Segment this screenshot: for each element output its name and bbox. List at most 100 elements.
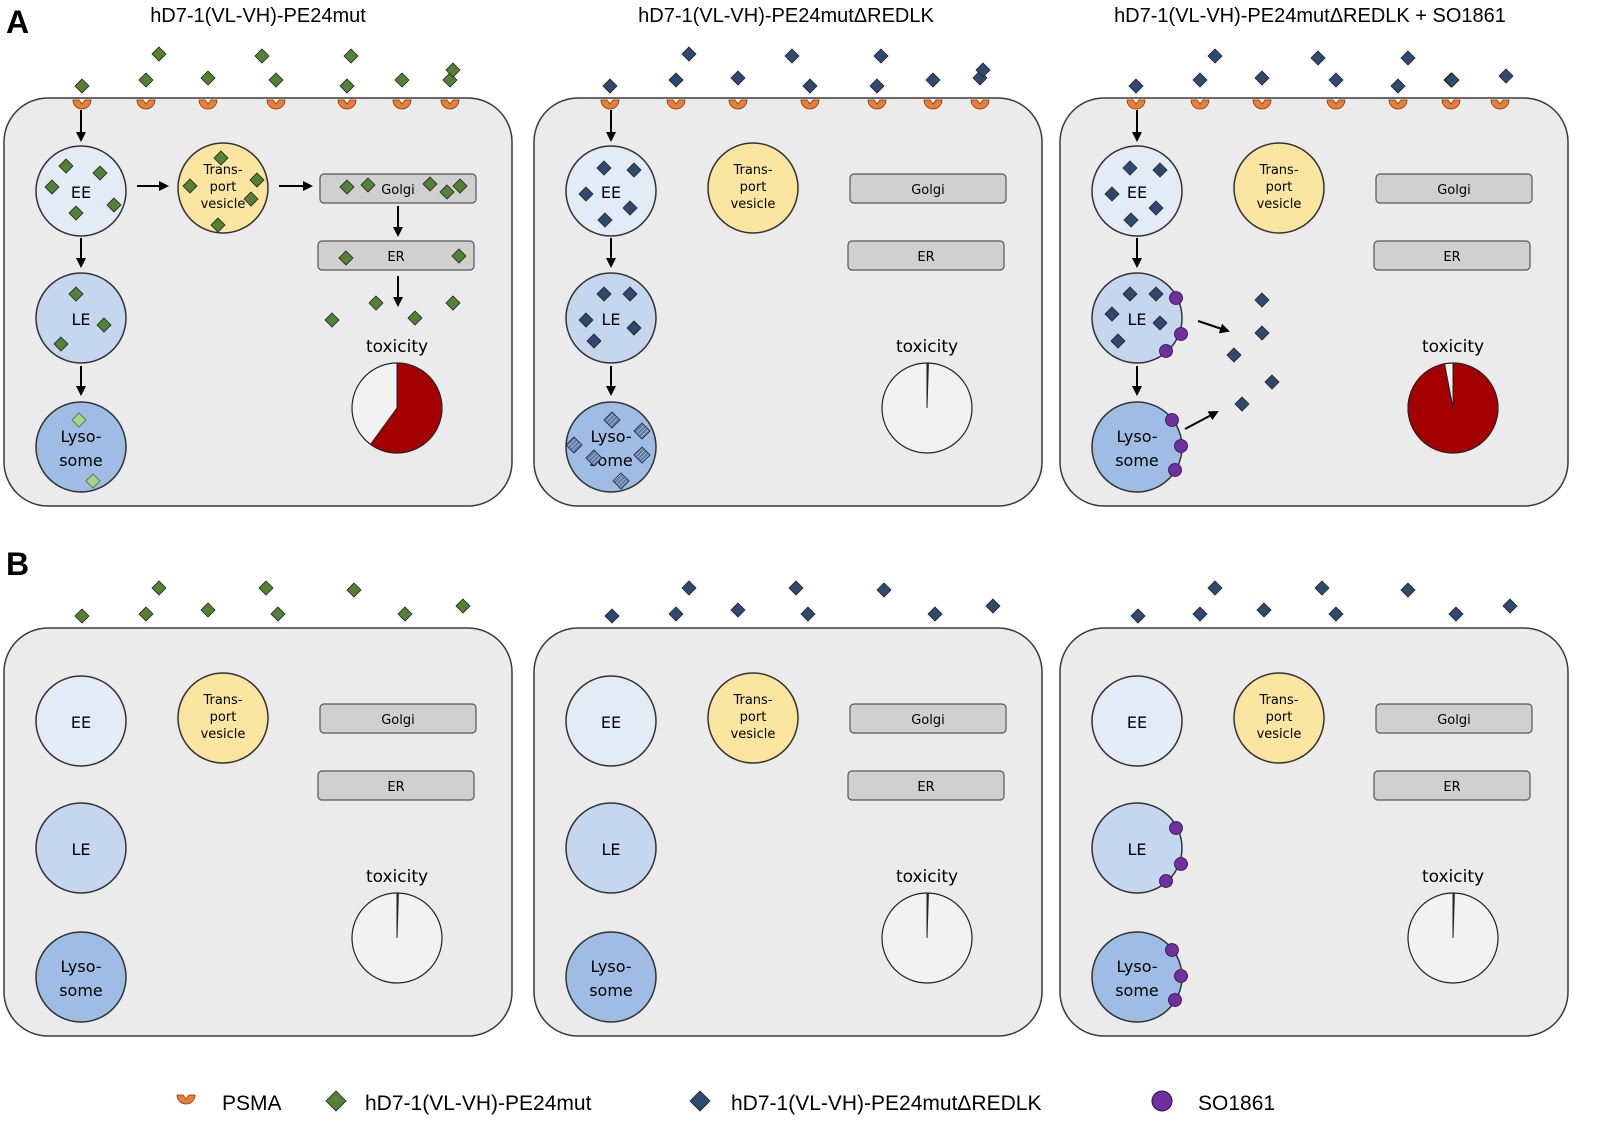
hatched-navy-diamond [633,422,651,440]
late-endosome-label: LE [71,840,90,859]
golgi [849,173,1007,204]
navy-diamond [1192,606,1208,622]
legend-label-psma: PSMA [222,1092,282,1115]
green-diamond [254,48,270,64]
navy-diamond [1400,50,1416,66]
navy-diamond [1254,70,1270,86]
psma-receptor [600,99,620,110]
psma-receptor [800,99,820,110]
transport-vesicle [707,142,799,234]
navy-diamond [1314,580,1330,596]
green-diamond [213,150,229,166]
lysosome [565,401,657,493]
panel-letter-b: B [6,546,29,582]
navy-diamond [1400,582,1416,598]
green-diamond [106,197,122,213]
navy-diamond [1148,286,1164,302]
navy-diamond [597,212,613,228]
psma-receptor [1126,99,1146,110]
navy-diamond [802,78,818,94]
navy-diamond [1234,396,1250,412]
psma-receptor [266,99,286,110]
navy-diamond [1390,78,1406,94]
pathway-arrow [1184,411,1219,430]
hatched-navy-diamond [565,436,583,454]
lysosome-label-2: some [1115,451,1159,470]
purple-circle-icon [1151,1090,1173,1112]
green-diamond [268,72,284,88]
green-diamond [439,184,455,200]
green-diamond [53,336,69,352]
er-label: ER [1443,780,1460,795]
navy-diamond [1123,212,1139,228]
navy-diamond [788,580,804,596]
pie-toxic-slice [1452,892,1455,939]
navy-diamond [869,78,885,94]
navy-diamond [626,162,642,178]
transport-vesicle-label-1: Trans- [732,693,772,708]
toxicity-pie [351,362,443,454]
navy-diamond [1328,606,1344,622]
late-endosome-label: LE [71,310,90,329]
navy-diamond [1152,162,1168,178]
navy-diamond [925,72,941,88]
navy-diamond [681,46,697,62]
cell-b3: EELELyso-someTrans-portvesicleGolgiERtox… [1059,580,1569,1037]
legend-label-pe24mut-dredlk: hD7-1(VL-VH)-PE24mutΔREDLK [731,1092,1041,1115]
lysosome [35,401,127,493]
green-diamond [455,598,471,614]
so1861-dot [1165,943,1179,957]
golgi-label: Golgi [911,183,945,198]
navy-diamond [927,606,943,622]
lysosome-label-1: Lyso- [590,427,631,446]
psma-receptor [867,99,887,110]
psma-receptor [1388,99,1408,110]
er-label: ER [387,780,404,795]
golgi-label: Golgi [911,713,945,728]
lysosome-label-1: Lyso- [60,427,101,446]
lysosome-label-2: some [59,451,103,470]
psma-receptor [136,99,156,110]
so1861-dot [1169,821,1183,835]
navy-diamond [1498,68,1514,84]
toxicity-label: toxicity [1422,867,1484,887]
green-diamond [360,177,376,193]
late-endosome [1091,802,1183,894]
navy-diamond [681,580,697,596]
green-diamond [68,205,84,221]
late-endosome [35,802,127,894]
navy-diamond [626,320,642,336]
so1861-dot [1174,439,1188,453]
early-endosome [35,675,127,767]
green-diamond [138,72,154,88]
transport-vesicle-label-2: port [210,710,237,725]
green-diamond [368,295,384,311]
toxicity-label: toxicity [366,867,428,887]
navy-diamond [1444,72,1460,88]
navy-diamond [1254,292,1270,308]
transport-vesicle-label-2: port [740,180,767,195]
toxicity-pie [881,892,973,984]
early-endosome [565,675,657,767]
green-diamond [200,602,216,618]
transport-vesicle [1233,142,1325,234]
cell-a2: EELELyso-someTrans-portvesicleGolgiERtox… [533,46,1043,507]
transport-vesicle-label-1: Trans- [732,163,772,178]
green-diamond [270,606,286,622]
golgi-label: Golgi [1437,183,1471,198]
navy-diamond [622,200,638,216]
so1861-dot [1174,327,1188,341]
golgi [849,703,1007,734]
navy-diamond [1264,374,1280,390]
green-diamond [68,286,84,302]
endoplasmic-reticulum [847,770,1005,801]
green-diamond [452,178,468,194]
navy-diamond [800,606,816,622]
early-endosome-label: EE [71,713,91,732]
navy-diamond [668,72,684,88]
navy-diamond [1254,325,1270,341]
navy-diamond [622,286,638,302]
psma-receptor [392,99,412,110]
psma-receptor [666,99,686,110]
late-endosome-label: LE [1127,840,1146,859]
